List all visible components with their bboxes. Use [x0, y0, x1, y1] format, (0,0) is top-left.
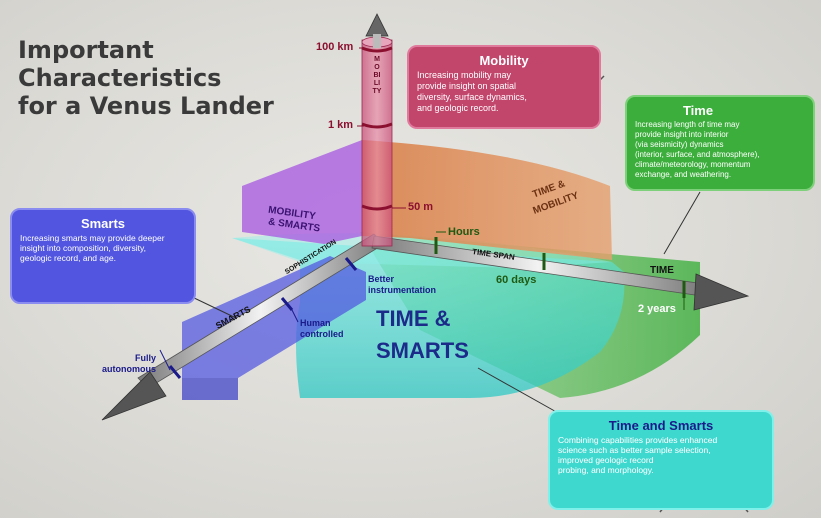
tick-50m-mark	[361, 204, 393, 211]
tick-better-label-2: instrumentation	[368, 285, 437, 295]
tick-auto-leader	[159, 349, 171, 371]
title-line-3: for a Venus Lander	[18, 92, 274, 120]
mobility-callout-text-1: Increasing mobility may	[417, 70, 512, 80]
tick-1km-label: 1 km	[328, 119, 354, 131]
mobility-callout-text-2: provide insight on spatial	[417, 81, 517, 91]
tick-better-mark	[344, 257, 358, 271]
smarts-arrow-head	[101, 371, 167, 421]
smarts-region-front	[182, 378, 238, 400]
smarts-region	[182, 256, 366, 378]
tick-hours-label: Hours	[448, 226, 480, 238]
time-arrow-head	[693, 273, 750, 311]
smarts-callout-text-1: Increasing smarts may provide deeper	[20, 233, 165, 243]
mobility-arrow-shaft	[373, 34, 381, 48]
tick-100km-label: 100 km	[316, 41, 354, 53]
tick-auto-label-1: Fully	[134, 353, 156, 363]
tick-human-leader	[291, 309, 299, 323]
mobility-callout-text-4: and geologic record.	[417, 103, 499, 113]
time-smarts-callout-line	[477, 367, 561, 415]
tick-human-label-2: controlled	[300, 329, 344, 339]
tick-50m-label: 50 m	[408, 201, 434, 213]
time-smarts-callout-text-3: improved geologic record	[558, 455, 654, 465]
time-callout-text-3: (via seismicity) dynamics	[635, 140, 724, 149]
time-callout-line	[663, 191, 701, 255]
time-callout-text-4: (interior, surface, and atmosphere),	[635, 150, 760, 159]
time-smarts-callout-text-4: probing, and morphology.	[558, 465, 654, 475]
tick-human-mark	[280, 297, 294, 311]
mobility-arrow-head	[365, 13, 389, 37]
time-smarts-callout-text-2: science such as better sample selection,	[558, 445, 711, 455]
title-line-2: Characteristics	[18, 64, 222, 92]
time-smarts-callout-text-1: Combining capabilities provides enhanced	[558, 435, 718, 445]
time-callout-text-1: Increasing length of time may	[635, 120, 740, 129]
page-title: Important Characteristics for a Venus La…	[18, 36, 318, 120]
time-mobility-region	[362, 140, 612, 260]
time-axis-label: TIME	[650, 265, 674, 276]
mobility-callout-text-3: diversity, surface dynamics,	[417, 92, 527, 102]
time-callout-text-2: provide insight into interior	[635, 130, 729, 139]
tick-100km-mark	[361, 46, 393, 53]
smarts-callout-title: Smarts	[80, 216, 126, 231]
tick-1km-mark	[361, 122, 393, 129]
time-smarts-callout: Time and Smarts Combining capabilities p…	[548, 410, 774, 510]
smarts-callout-line	[189, 295, 237, 319]
time-smarts-callout-title: Time and Smarts	[608, 418, 714, 433]
tick-2years-label: 2 years	[638, 303, 676, 315]
time-smarts-region-label-1: TIME &	[376, 306, 451, 331]
time-callout-text-6: exchange, and weathering.	[635, 170, 732, 179]
tick-auto-label-2: autonomous	[102, 364, 156, 374]
mobility-callout: Mobility Increasing mobility may provide…	[407, 45, 601, 129]
mobility-callout-title: Mobility	[479, 53, 529, 68]
mobility-smarts-region	[242, 140, 362, 244]
time-callout-text-5: climate/meteorology, momentum	[635, 160, 751, 169]
time-smarts-region-label-2: SMARTS	[376, 338, 469, 363]
smarts-callout-text-3: geologic record, and age.	[20, 253, 116, 263]
title-line-1: Important	[18, 36, 154, 64]
tick-60days-label: 60 days	[496, 274, 537, 286]
mobility-axis-label: MOBILITY	[372, 56, 382, 95]
tick-auto-mark	[168, 365, 182, 379]
time-callout-title: Time	[682, 103, 714, 118]
time-callout: Time Increasing length of time may provi…	[625, 95, 815, 191]
smarts-callout: Smarts Increasing smarts may provide dee…	[10, 208, 196, 304]
smarts-callout-text-2: insight into composition, diversity,	[20, 243, 146, 253]
tick-human-label-1: Human	[300, 318, 331, 328]
tick-better-label-1: Better	[368, 274, 395, 284]
